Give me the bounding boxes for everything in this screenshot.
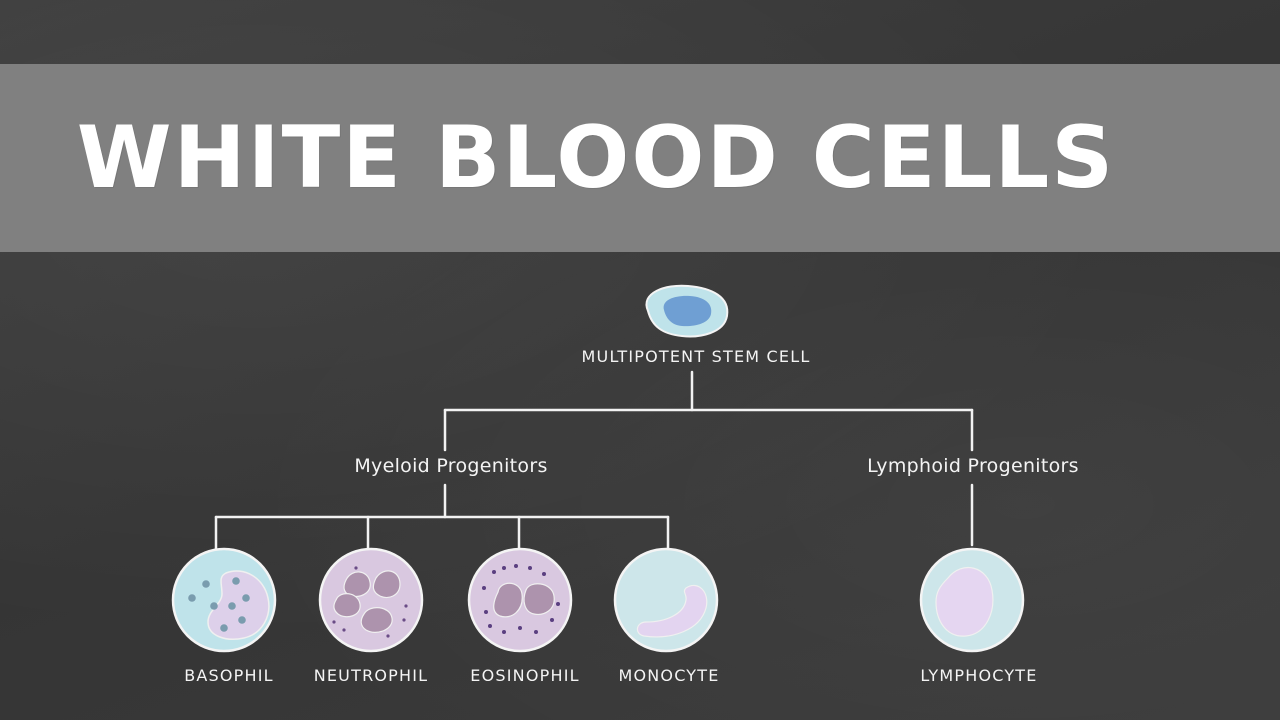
monocyte-icon xyxy=(613,547,719,653)
lymphoid-progenitors-label: Lymphoid Progenitors xyxy=(867,455,1079,477)
neutrophil-label: NEUTROPHIL xyxy=(313,666,429,685)
title-banner: WHITE BLOOD CELLS xyxy=(0,64,1280,252)
basophil-icon xyxy=(171,547,277,653)
eosinophil-label: EOSINOPHIL xyxy=(470,666,580,685)
connector-lines xyxy=(214,370,974,552)
eosinophil-icon xyxy=(467,547,573,653)
monocyte-label: MONOCYTE xyxy=(618,666,720,685)
basophil-label: BASOPHIL xyxy=(184,666,274,685)
myeloid-progenitors-label: Myeloid Progenitors xyxy=(354,455,548,477)
lymphocyte-label: LYMPHOCYTE xyxy=(920,666,1038,685)
lymphocyte-icon xyxy=(919,547,1025,653)
page-title: WHITE BLOOD CELLS xyxy=(76,108,1116,208)
stem-cell-label: MULTIPOTENT STEM CELL xyxy=(581,347,811,366)
stem-cell-icon xyxy=(645,284,729,338)
neutrophil-icon xyxy=(318,547,424,653)
